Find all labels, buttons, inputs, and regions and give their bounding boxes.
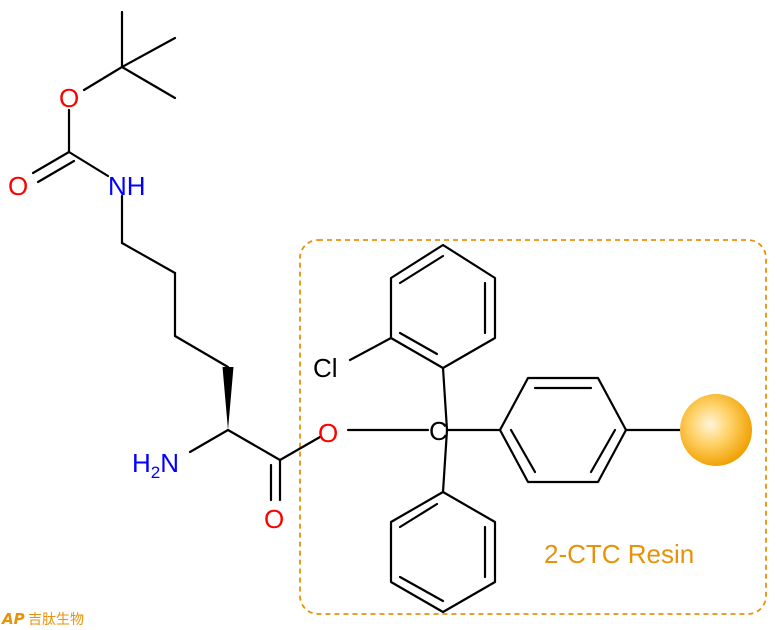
carbamate-bonds [31,108,110,184]
amine-label: H2N [132,448,179,482]
trityl-bonds [441,366,502,494]
resin-label: 2-CTC Resin [544,539,694,569]
chloro-label: Cl [313,353,338,383]
side-chain-bonds [120,194,230,369]
carbonyl-oxygen-label: O [8,171,28,201]
watermark-text: 吉肽生物 [28,611,84,627]
resin-box [299,239,767,615]
resin-bead [680,394,752,466]
nh-label: NH [108,171,146,201]
ester-carbonyl-oxygen-label: O [264,504,284,534]
watermark: AP 吉肽生物 [1,610,84,628]
backbone-bonds [188,428,430,502]
chlorophenyl-ring [348,243,497,370]
ester-oxygen-label: O [318,418,338,448]
watermark-logo: AP [1,610,25,628]
carbamate-oxygen-label: O [59,83,79,113]
stereo-wedge [222,367,234,430]
trityl-carbon-label: C [429,416,448,446]
tert-butyl-bonds [82,10,177,100]
phenyl-ring [389,490,497,614]
para-phenyl-ring [498,376,684,484]
